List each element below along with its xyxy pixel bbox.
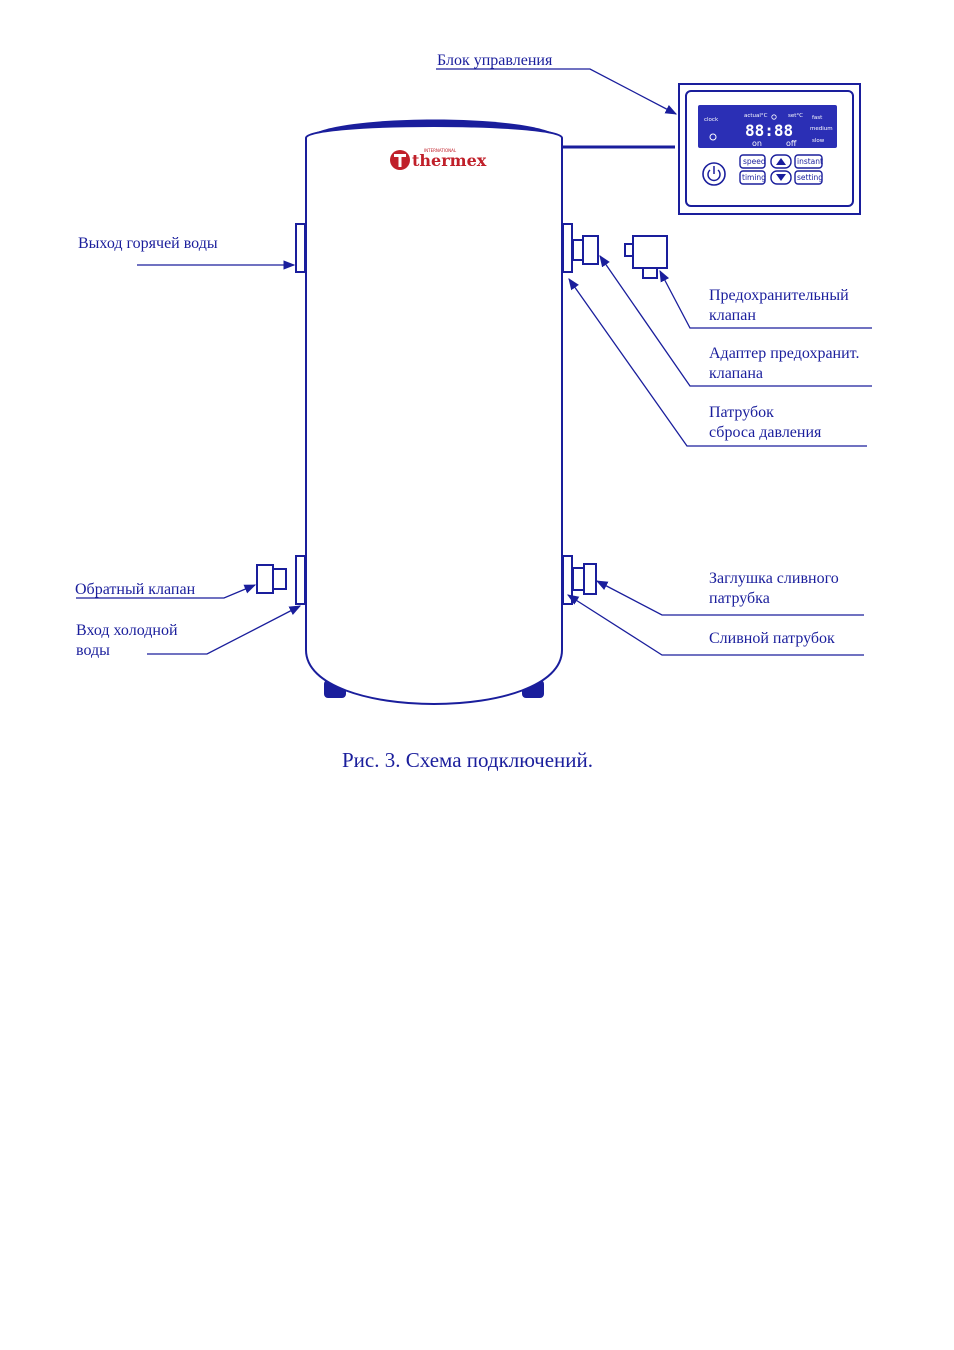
safety-valve xyxy=(624,235,668,279)
svg-text:speed: speed xyxy=(743,157,766,166)
brand-logo: thermex INTERNATIONAL xyxy=(390,148,487,170)
instant-button[interactable]: instant xyxy=(794,154,823,169)
down-button[interactable] xyxy=(770,170,792,185)
pressure-relief-fitting xyxy=(562,223,573,273)
label-drain-pipe: Сливной патрубок xyxy=(709,630,835,647)
label-check-valve: Обратный клапан xyxy=(75,581,196,598)
power-icon xyxy=(707,169,721,182)
power-button[interactable] xyxy=(702,162,726,186)
setting-button[interactable]: setting xyxy=(794,170,823,185)
svg-text:instant: instant xyxy=(797,157,823,166)
label-drain-plug-line1: Заглушка сливного xyxy=(709,570,839,587)
leader-control-unit xyxy=(436,68,678,115)
leader-pressure-relief xyxy=(568,278,867,447)
label-cold-inlet-line2: воды xyxy=(76,642,110,659)
clock-icon xyxy=(771,114,777,120)
label-safety-adapter-line1: Адаптер предохранит. xyxy=(709,345,859,362)
display-clock: clock xyxy=(704,117,719,123)
label-control-unit: Блок управления xyxy=(437,52,553,69)
brand-tagline: INTERNATIONAL xyxy=(424,148,457,153)
speed-button[interactable]: speed xyxy=(739,154,766,169)
label-cold-inlet-line1: Вход холодной xyxy=(76,622,178,639)
display-off: off xyxy=(786,139,797,148)
svg-text:setting: setting xyxy=(797,173,823,182)
control-unit: clock actual°C set°C fast medium slow 88… xyxy=(678,83,861,215)
label-safety-adapter-line2: клапана xyxy=(709,365,763,382)
timing-button[interactable]: timing xyxy=(739,170,766,185)
up-arrow-icon xyxy=(776,158,786,165)
check-valve xyxy=(256,564,287,594)
hot-outlet-fitting xyxy=(295,223,306,273)
leader-safety-adapter xyxy=(599,255,872,387)
label-safety-valve-line1: Предохранительный xyxy=(709,287,849,304)
figure-caption: Рис. 3. Схема подключений. xyxy=(342,748,593,772)
label-pressure-relief-line2: сброса давления xyxy=(709,424,822,441)
display-slow: slow xyxy=(812,138,825,144)
display-on: on xyxy=(752,139,762,148)
label-pressure-relief-line1: Патрубок xyxy=(709,404,774,421)
label-safety-valve-line2: клапан xyxy=(709,307,756,324)
svg-text:timing: timing xyxy=(742,173,766,182)
safety-valve-adapter xyxy=(572,235,599,265)
leader-check-valve xyxy=(76,584,257,599)
label-hot-outlet: Выход горячей воды xyxy=(78,235,218,252)
up-button[interactable] xyxy=(770,154,792,169)
leader-safety-valve xyxy=(659,269,872,329)
down-arrow-icon xyxy=(776,174,786,181)
control-display xyxy=(698,105,837,148)
timer-icon xyxy=(709,133,717,141)
label-drain-plug-line2: патрубка xyxy=(709,590,770,607)
display-fast: fast xyxy=(812,115,823,121)
tank-body xyxy=(305,125,563,705)
cold-inlet-fitting xyxy=(295,555,306,605)
display-medium: medium xyxy=(810,126,833,132)
leader-cold-inlet xyxy=(147,605,302,655)
display-set: set°C xyxy=(788,113,803,119)
display-actual: actual°C xyxy=(744,113,768,119)
water-heater-tank: thermex INTERNATIONAL xyxy=(305,119,563,705)
brand-name: thermex xyxy=(412,151,487,170)
leader-drain-pipe xyxy=(567,594,864,656)
drain-plug xyxy=(572,563,597,595)
display-digits: 88:88 xyxy=(745,121,793,140)
leader-drain-plug xyxy=(595,580,864,616)
